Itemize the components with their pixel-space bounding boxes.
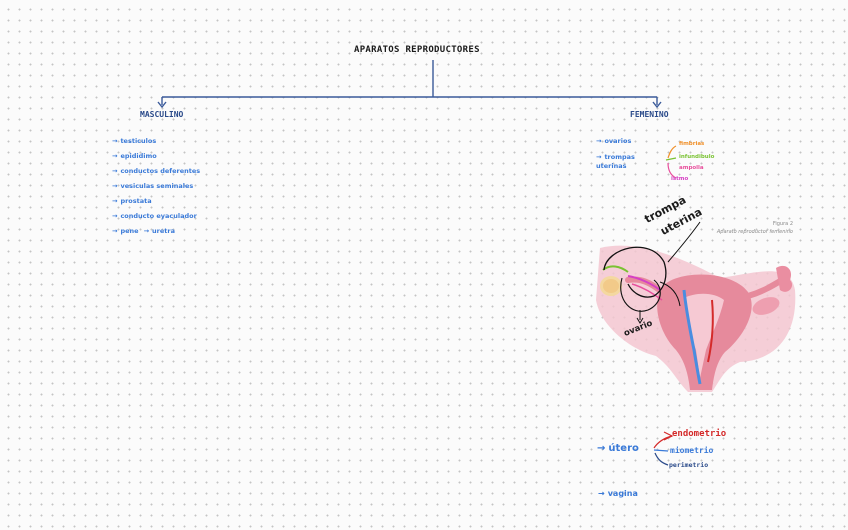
trompa-part-infundibulo: infundibulo (679, 154, 715, 160)
masculino-item: →testiculos (112, 137, 157, 145)
pene-extra: uretra (152, 227, 175, 235)
masculino-item: →vesiculas seminales (112, 182, 194, 190)
utero-layer-miometrio: miometrio (670, 446, 714, 455)
utero-layer-endometrio: endometrio (672, 429, 727, 439)
figure-caption-title: Figura 2 (772, 221, 793, 227)
trompa-part-ampolla: ampolla (679, 165, 704, 171)
map-title: APARATOS REPRODUCTORES (354, 45, 480, 55)
utero-connectors (653, 431, 674, 466)
masculino-item: →pene→uretra (112, 227, 175, 235)
masculino-item: →epididimo (112, 152, 157, 160)
trompa-parts-connectors (665, 145, 677, 179)
utero-layer-perimetrio: perimetrio (669, 461, 709, 469)
masculino-heading: MASCULINO (140, 110, 184, 119)
masculino-item: →conducto eyaculador (112, 212, 197, 220)
masculino-item: →prostata (112, 197, 152, 205)
femenino-item-trompas: →trompas uterinas (596, 153, 635, 170)
femenino-item-ovarios: →ovarios (596, 137, 632, 145)
tree-connectors (157, 60, 662, 109)
utero-item: →útero (597, 443, 639, 454)
uterus-illustration (596, 221, 796, 392)
vagina-item: →vagina (598, 489, 638, 498)
masculino-item: →conductos deferentes (112, 167, 201, 175)
figure-caption-subtitle: Aparato reproductor femenino (716, 229, 793, 235)
femenino-heading: FEMENINO (630, 110, 669, 119)
trompa-part-istmo: istmo (671, 176, 689, 182)
trompa-part-fimbrias: fimbrias (679, 141, 705, 147)
